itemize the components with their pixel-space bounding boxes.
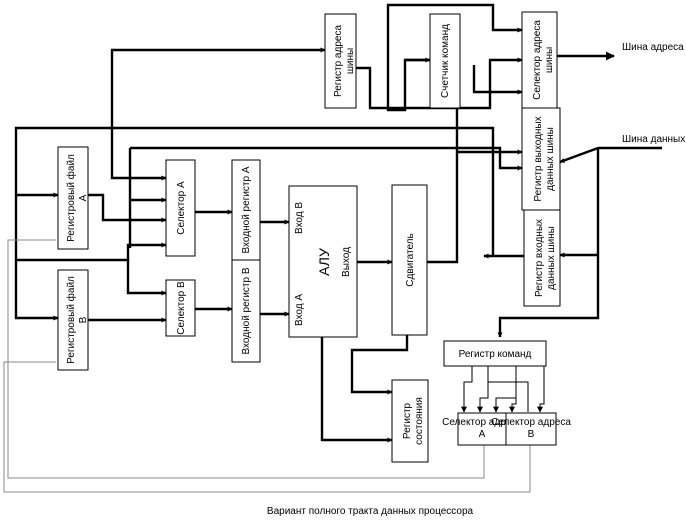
input-reg-a-label: Входной регистр А	[241, 166, 252, 253]
block-alu: АЛУ Вход В Вход А Выход	[288, 185, 358, 338]
selector-b-label: Селектор В	[176, 281, 187, 335]
block-shifter: Сдвигатель	[391, 184, 428, 336]
bus-wiring	[14, 3, 662, 443]
bus-address-selector-label: Селектор адресашины	[532, 20, 555, 100]
program-counter-label: Счетчик команд	[440, 24, 451, 98]
status-register-label: Регистрсостояния	[402, 397, 425, 445]
alu-input-b-label: Вход В	[294, 202, 305, 234]
block-input-reg-a: Входной регистр А	[231, 159, 261, 261]
block-bus-address-register: Регистр адресашины	[324, 13, 357, 109]
data-bus-label: Шина данных	[622, 134, 685, 145]
block-selector-a: Селектор А	[165, 159, 196, 257]
reg-file-a-label: Регистровый файлА	[65, 154, 89, 242]
block-reg-file-a: Регистровый файлА	[57, 146, 89, 250]
block-bus-output-data-register: Регистр выходныхданных шины	[521, 107, 561, 211]
block-bus-input-data-register: Регистр входныхданных шины	[523, 209, 561, 307]
reg-file-b-label: Регистровый файлВ	[65, 276, 89, 364]
block-bus-address-selector: Селектор адресашины	[521, 11, 558, 109]
instruction-register-label: Регистр команд	[459, 349, 532, 360]
diagram-caption: Вариант полного тракта данных процессора	[267, 506, 474, 517]
shifter-label: Сдвигатель	[405, 233, 416, 286]
block-input-reg-b: Входной регистр В	[231, 259, 261, 363]
alu-label: АЛУ	[316, 248, 332, 276]
bus-address-register-label: Регистр адресашины	[333, 25, 356, 97]
address-bus-label: Шина адреса	[622, 42, 684, 53]
alu-output-label: Выход	[341, 247, 352, 277]
control-wiring	[3, 239, 545, 493]
block-status-register: Регистрсостояния	[391, 379, 429, 463]
block-instruction-register: Регистр команд	[443, 340, 547, 367]
bus-input-data-register-label: Регистр входныхданных шины	[534, 219, 557, 297]
alu-input-a-label: Вход А	[294, 294, 305, 326]
selector-a-label: Селектор А	[176, 181, 187, 235]
input-reg-b-label: Входной регистр В	[241, 267, 252, 354]
block-program-counter: Счетчик команд	[429, 13, 461, 109]
block-reg-file-b: Регистровый файлВ	[57, 269, 89, 371]
block-selector-b: Селектор В	[165, 279, 196, 337]
bus-output-data-register-label: Регистр выходныхданных шины	[533, 116, 556, 201]
